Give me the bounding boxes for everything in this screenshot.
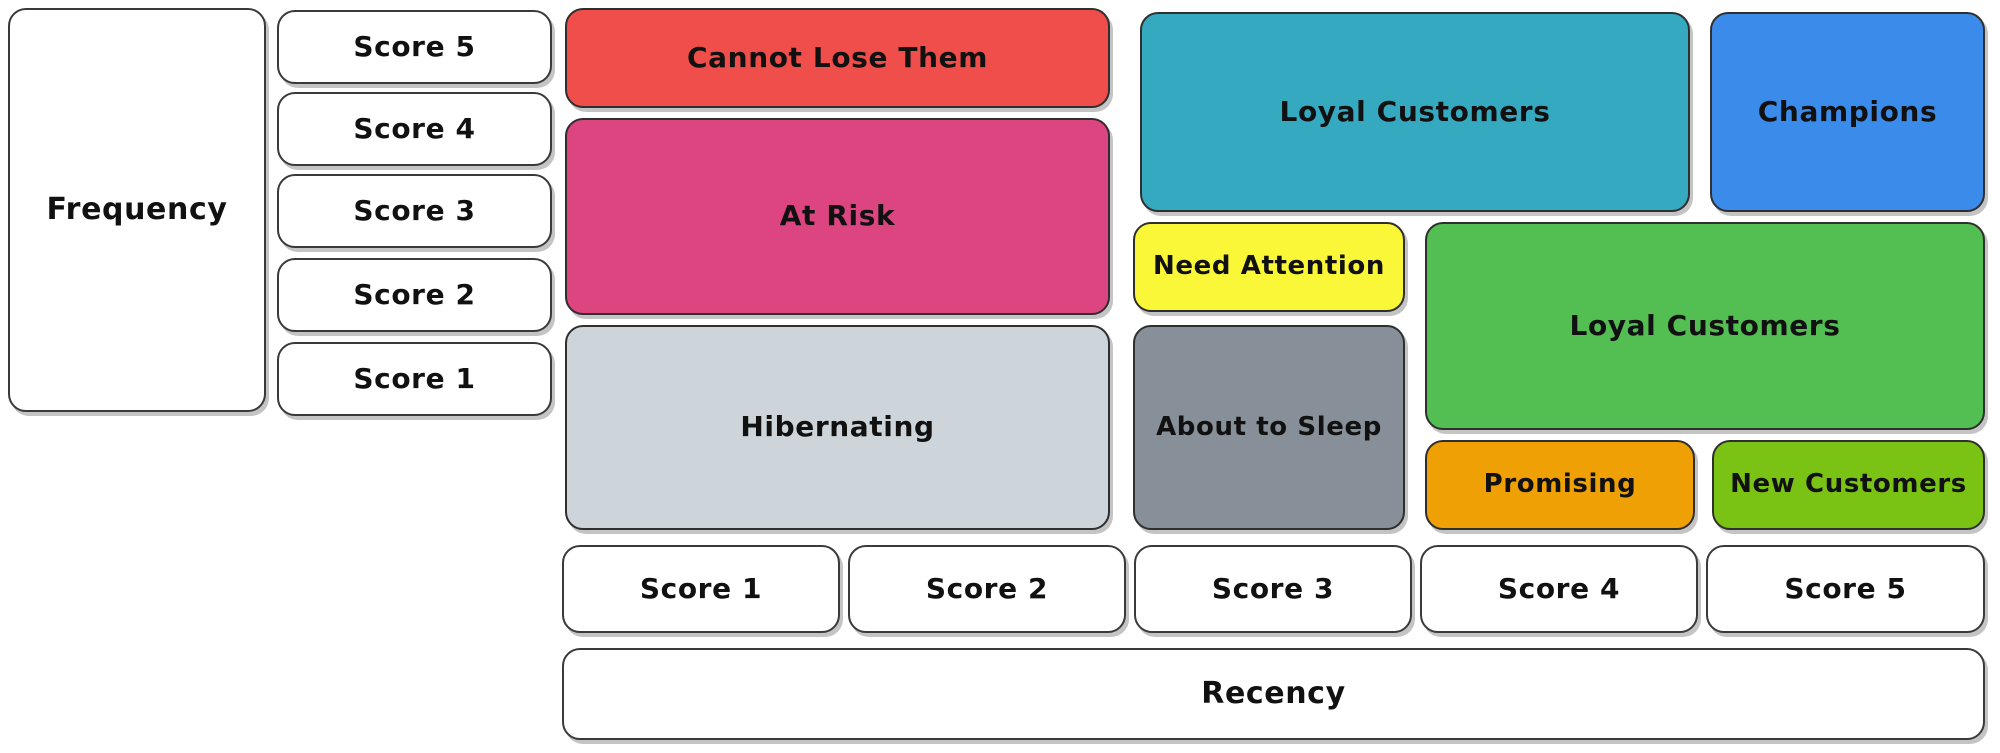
frequency-score-3: Score 3	[277, 174, 552, 248]
frequency-score-1: Score 1	[277, 342, 552, 416]
segment-loyal-customers-green[interactable]: Loyal Customers	[1425, 222, 1985, 430]
frequency-score-5: Score 5	[277, 10, 552, 84]
segment-need-attention[interactable]: Need Attention	[1133, 222, 1405, 312]
segment-cannot-lose-them[interactable]: Cannot Lose Them	[565, 8, 1110, 108]
segment-champions[interactable]: Champions	[1710, 12, 1985, 212]
segment-new-customers[interactable]: New Customers	[1712, 440, 1985, 530]
recency-score-1: Score 1	[562, 545, 840, 633]
recency-score-2: Score 2	[848, 545, 1126, 633]
segment-about-to-sleep[interactable]: About to Sleep	[1133, 325, 1405, 530]
frequency-axis-label: Frequency	[8, 8, 266, 412]
frequency-score-2: Score 2	[277, 258, 552, 332]
segment-promising[interactable]: Promising	[1425, 440, 1695, 530]
recency-score-4: Score 4	[1420, 545, 1698, 633]
segment-at-risk[interactable]: At Risk	[565, 118, 1110, 315]
recency-score-5: Score 5	[1706, 545, 1985, 633]
segment-hibernating[interactable]: Hibernating	[565, 325, 1110, 530]
frequency-score-4: Score 4	[277, 92, 552, 166]
recency-axis-label: Recency	[562, 648, 1985, 740]
recency-score-3: Score 3	[1134, 545, 1412, 633]
segment-loyal-customers-teal[interactable]: Loyal Customers	[1140, 12, 1690, 212]
